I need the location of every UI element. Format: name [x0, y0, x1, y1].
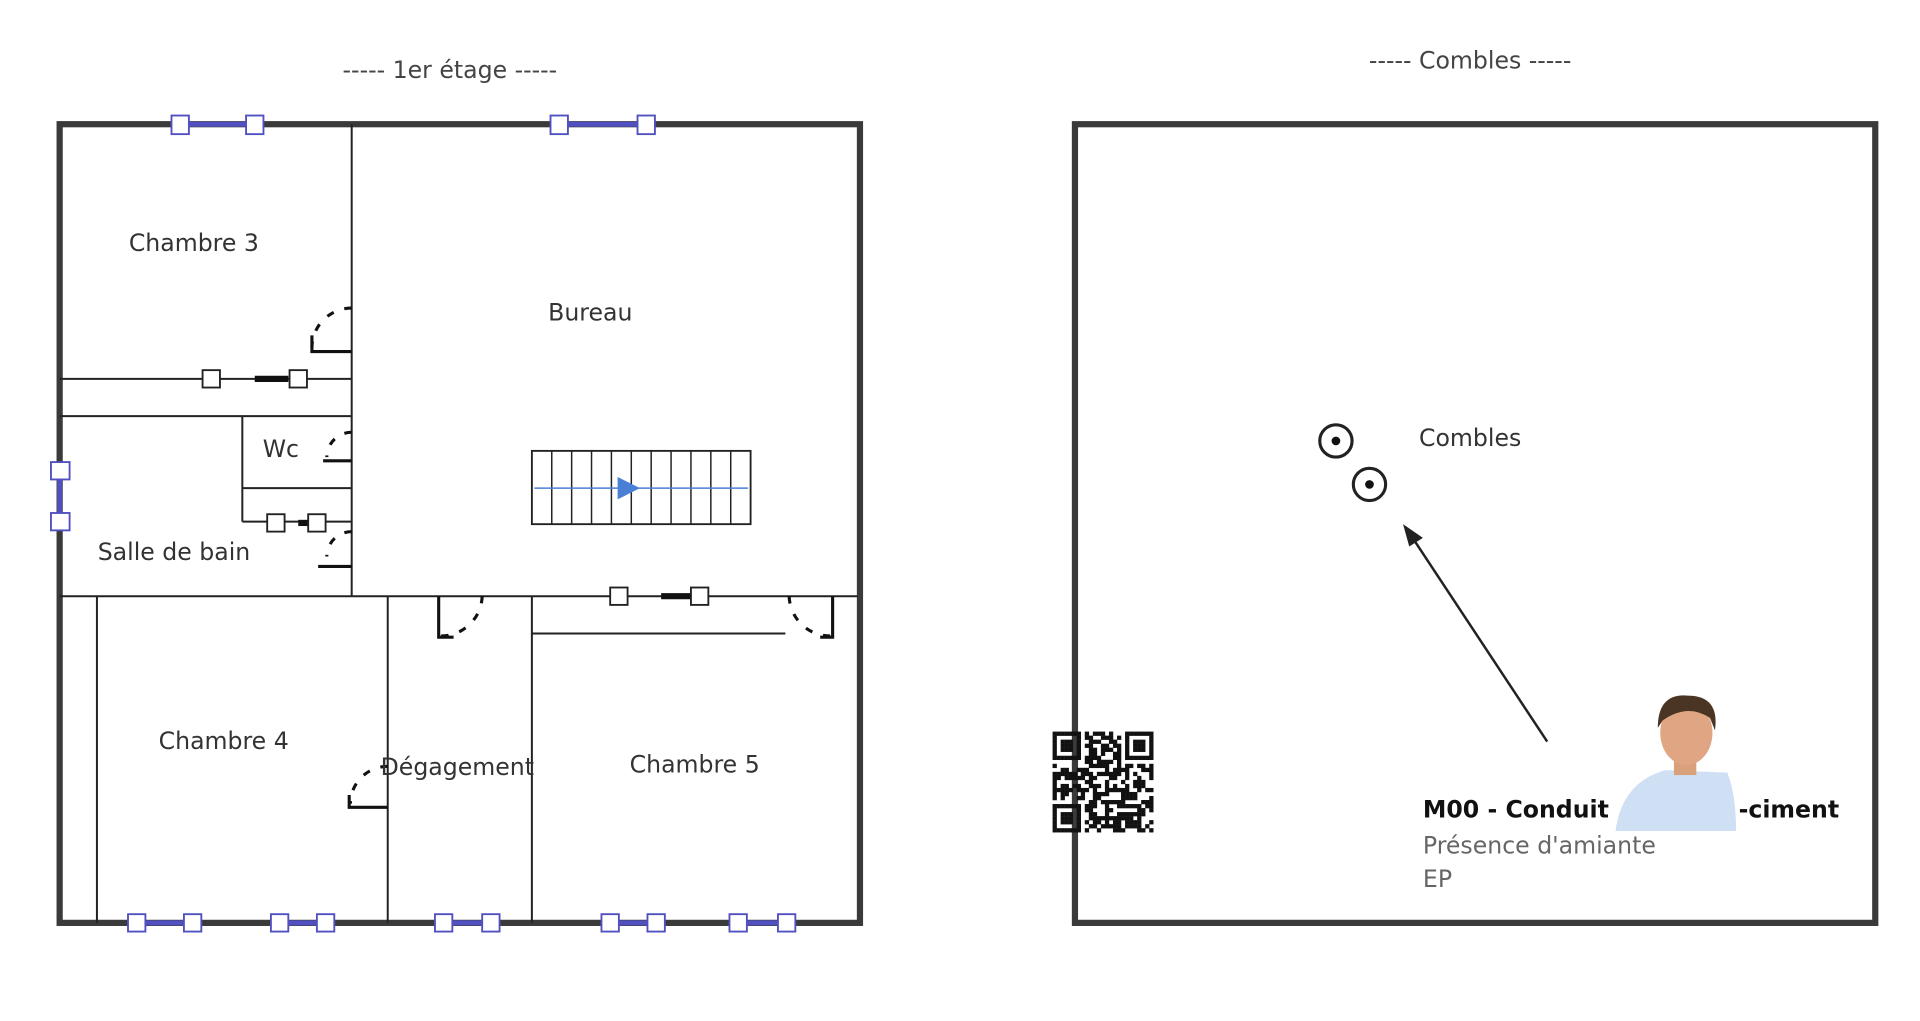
swing-doors: [310, 306, 835, 809]
room-label-chambre-4: Chambre 4: [159, 727, 289, 755]
plan-1er-etage: ----- 1er étage -----: [50, 56, 864, 933]
room-label-wc: Wc: [263, 435, 299, 463]
avatar: [1609, 693, 1737, 831]
outer-walls-combles: [1071, 121, 1879, 926]
qr-code[interactable]: [1052, 731, 1154, 833]
windows: [50, 114, 797, 933]
room-label-combles: Combles: [1419, 424, 1521, 452]
marker-location: EP: [1423, 865, 1452, 893]
room-label-bureau: Bureau: [548, 298, 632, 326]
plan-title-combles: ----- Combles -----: [1369, 46, 1571, 74]
room-label-chambre-5: Chambre 5: [630, 751, 760, 779]
stairs-direction-arrow: [617, 476, 640, 500]
plan-title-1er-etage: ----- 1er étage -----: [343, 56, 558, 84]
sample-point-icon[interactable]: [1318, 423, 1354, 459]
room-label-degagement: Dégagement: [381, 753, 534, 781]
marker-status: Présence d'amiante: [1423, 831, 1656, 859]
marker-code: M00 - Conduits: [1423, 795, 1623, 823]
pointer-arrow: [1403, 524, 1549, 743]
sliding-doors: [201, 369, 710, 606]
sample-point-icon[interactable]: [1351, 466, 1388, 503]
room-label-salle-de-bain: Salle de bain: [98, 538, 251, 566]
marker-name-end: -ciment: [1739, 795, 1840, 823]
plan-combles: ----- Combles ----- Combles M00 - Condui…: [1052, 46, 1879, 926]
room-label-chambre-3: Chambre 3: [129, 229, 259, 257]
stairs: [530, 449, 752, 526]
